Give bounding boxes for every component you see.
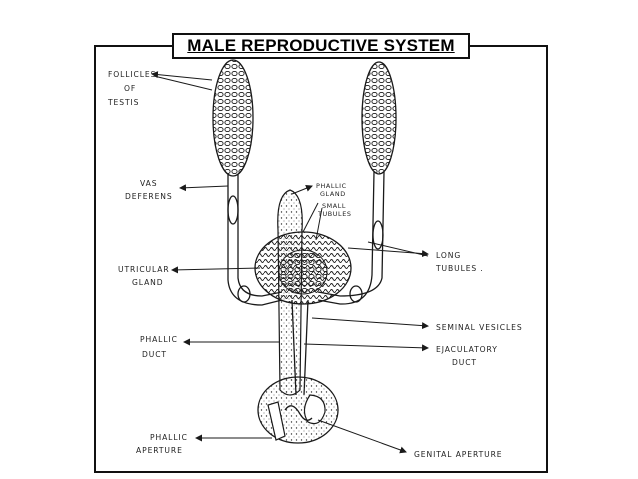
arrow-phallic-gland: [291, 184, 313, 195]
label-vas-1: VAS: [140, 179, 157, 188]
utricular-gland-mass: [254, 231, 352, 305]
page-title: MALE REPRODUCTIVE SYSTEM: [187, 36, 455, 55]
label-phallic-aperture-2: APERTURE: [136, 446, 183, 455]
left-testis: [212, 59, 254, 177]
title-box: MALE REPRODUCTIVE SYSTEM: [172, 33, 470, 59]
arrow-seminal-vesicles: [311, 317, 429, 330]
label-ejaculatory-2: DUCT: [452, 358, 477, 367]
arrow-genital-aperture: [317, 419, 407, 454]
label-ejaculatory-1: EJACULATORY: [436, 345, 498, 354]
label-seminal-vesicles: SEMINAL VESICLES: [436, 323, 523, 332]
labels: FOLLICLES OF TESTIS VAS DEFERENS PHALLIC…: [107, 70, 523, 459]
label-utricular-2: GLAND: [132, 278, 164, 287]
label-long-tubules-1: LONG: [436, 251, 461, 260]
label-small-tubules-2: TUBULES: [317, 210, 352, 218]
label-vas-2: DEFERENS: [125, 192, 173, 201]
label-utricular-1: UTRICULAR: [118, 265, 170, 274]
arrow-ejaculatory-duct: [303, 343, 429, 352]
label-follicles-2: OF: [124, 84, 136, 93]
label-small-tubules-1: SMALL: [322, 202, 346, 210]
label-follicles-3: TESTIS: [107, 98, 139, 107]
right-testis: [361, 61, 397, 175]
label-genital-aperture: GENITAL APERTURE: [414, 450, 502, 459]
label-phallic-duct-2: DUCT: [142, 350, 167, 359]
arrow-utricular-gland: [171, 266, 261, 274]
label-phallic-aperture-1: PHALLIC: [150, 433, 188, 442]
genital-sac: [257, 376, 339, 444]
label-phallic-gland-2: GLAND: [320, 190, 346, 198]
right-vas-deferens: [317, 171, 385, 305]
arrow-vas-deferens: [179, 184, 229, 192]
left-vas-deferens: [227, 174, 283, 306]
pointer-lines: [151, 71, 429, 454]
arrow-follicles: [151, 71, 213, 81]
label-phallic-duct-1: PHALLIC: [140, 335, 178, 344]
label-long-tubules-2: TUBULES .: [435, 264, 484, 273]
label-follicles-1: FOLLICLES: [108, 70, 156, 79]
label-phallic-gland-1: PHALLIC: [316, 182, 347, 190]
